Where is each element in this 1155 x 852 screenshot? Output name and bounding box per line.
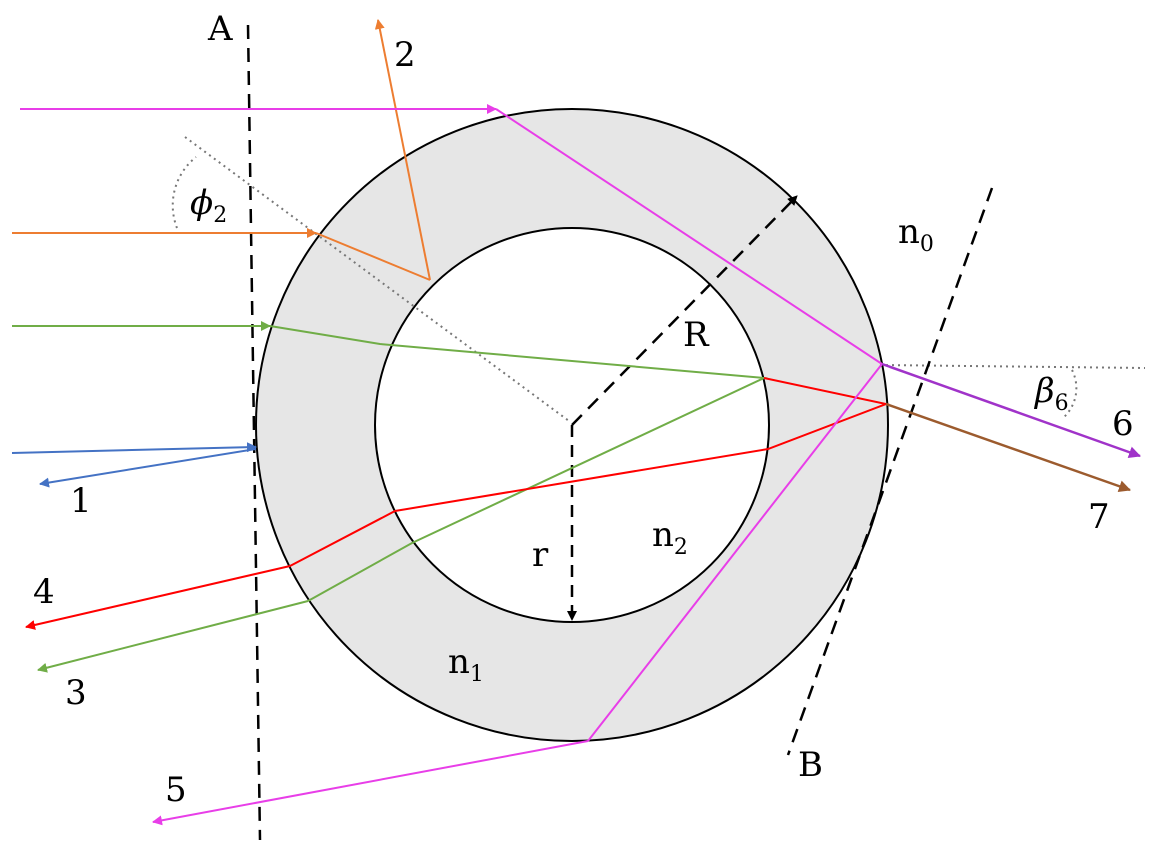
- ray-2: [12, 19, 431, 281]
- normal-guide-phi: [184, 136, 570, 422]
- label-angle-phi: ϕ2: [190, 183, 227, 228]
- label-ray-7: 7: [1088, 497, 1110, 537]
- line-a: [246, 24, 262, 841]
- label-inner-radius: r: [532, 535, 549, 575]
- label-outer-radius: R: [683, 315, 710, 355]
- label-medium-shell: n1: [448, 642, 484, 687]
- label-ray-6: 6: [1112, 404, 1134, 444]
- ray-1: [11, 442, 257, 488]
- label-medium-outside: n0: [898, 212, 934, 257]
- label-line-a: A: [207, 9, 233, 49]
- label-ray-5: 5: [165, 770, 187, 810]
- label-ray-4: 4: [33, 572, 55, 612]
- normal-guide-beta: [879, 364, 1146, 369]
- label-line-b: B: [798, 745, 823, 785]
- label-ray-3: 3: [65, 673, 87, 713]
- ray-4: [25, 377, 890, 630]
- label-angle-beta: β6: [1033, 371, 1069, 416]
- line-b: [786, 187, 994, 756]
- ray-6: [881, 362, 1141, 458]
- label-ray-2: 2: [394, 35, 416, 75]
- label-ray-1: 1: [70, 481, 92, 521]
- label-medium-core: n2: [652, 515, 688, 560]
- radius-outer: [571, 195, 798, 426]
- ray-7: [885, 402, 1131, 493]
